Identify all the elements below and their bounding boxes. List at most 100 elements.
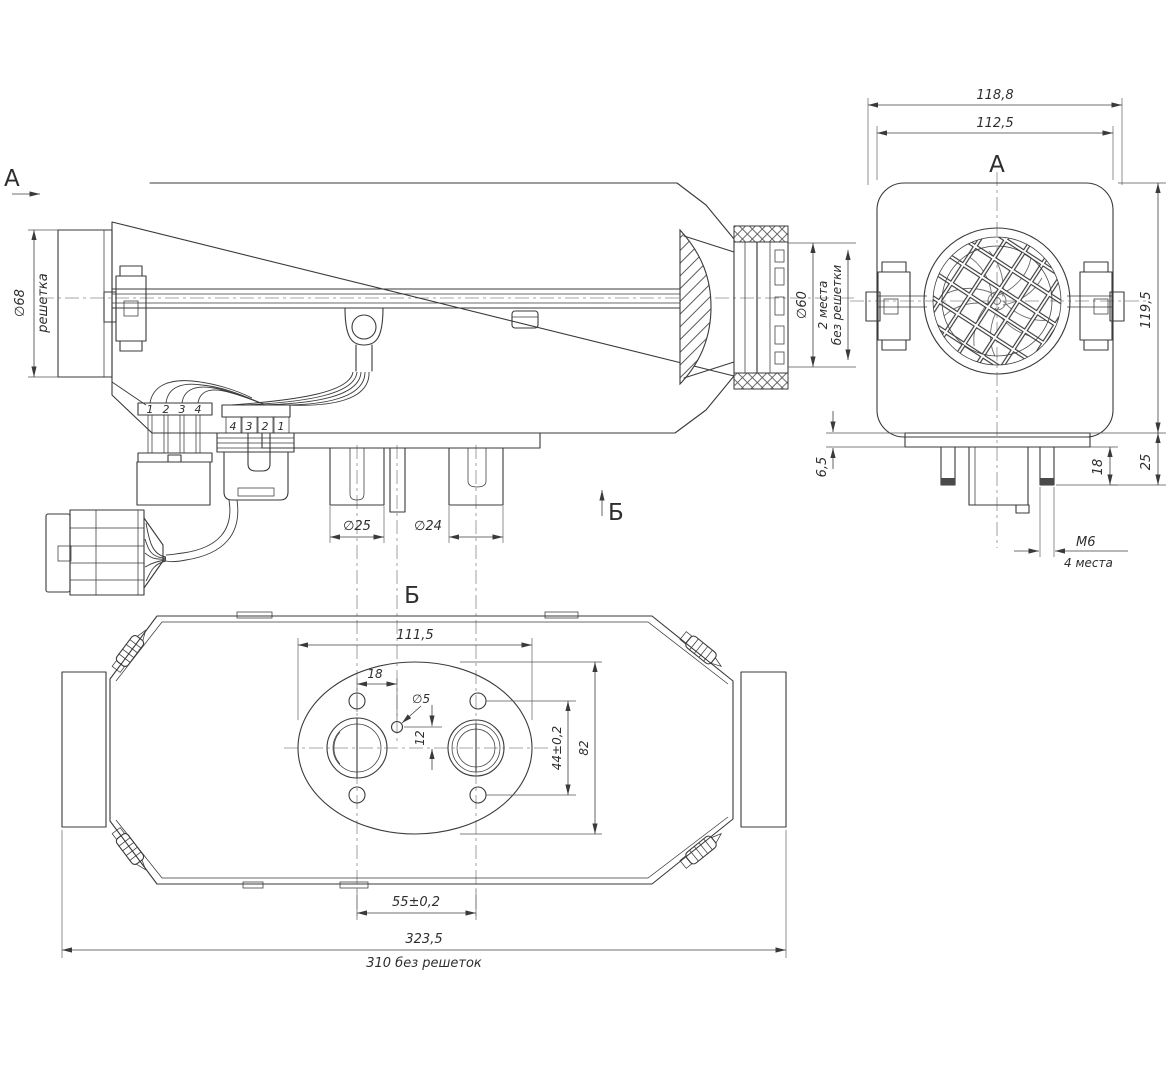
dim-hole-offset-y: 12	[404, 705, 442, 770]
flange-width-label: 111,5	[396, 628, 433, 643]
bottom-exhaust-pipe	[447, 719, 505, 777]
stud-total-label: 25	[1139, 454, 1154, 471]
outlet-note-line1: 2 места	[816, 281, 830, 330]
connector-right: 4 3 2 1	[216, 404, 295, 501]
view-arrow-a-label: А	[4, 166, 20, 192]
mount-hole-br	[469, 786, 487, 804]
mount-holes-span-label: 44±0,2	[550, 726, 564, 770]
corner-clip	[679, 631, 723, 668]
main-plug	[45, 509, 164, 596]
edge-tab-bottom-2	[339, 881, 369, 889]
pipe-spacing-label: 55±0,2	[392, 895, 440, 910]
dim-hole-offset-x: 18	[356, 667, 398, 720]
connector-left-pin-2: 2	[163, 403, 170, 416]
dim-grille-diameter: ∅68 решетка	[13, 229, 58, 378]
edge-tab-top-2	[544, 611, 579, 619]
flange-cap-bottom	[733, 372, 789, 390]
mount-hole-bl	[348, 786, 366, 804]
dim-exhaust-pipe: ∅24	[414, 506, 504, 543]
bottom-intake-pipe	[326, 717, 388, 779]
front-stud-left	[940, 446, 956, 486]
flange-height-label: 82	[577, 740, 591, 755]
edge-tab-bottom-1	[242, 881, 264, 889]
tube-clip	[511, 310, 539, 329]
end-cap-left	[61, 671, 107, 828]
corner-clip	[111, 827, 147, 871]
view-arrow-a: А	[4, 166, 40, 197]
cable-loop	[144, 499, 239, 582]
front-view-a: А	[815, 88, 1166, 570]
connector-left-pin-3: 3	[179, 403, 186, 416]
stud-thread-label: M6	[1076, 535, 1096, 550]
middle-pipe-stub	[389, 447, 406, 513]
dim-height-body: 119,5	[1090, 182, 1166, 434]
dim-flange-height: 82	[460, 661, 602, 835]
dim-drain-hole: ∅5	[401, 692, 430, 724]
end-cap-right	[740, 671, 787, 828]
fan-grille	[923, 227, 1071, 375]
dim-plate-thickness: 6,5	[815, 411, 905, 477]
front-stud-right	[1039, 446, 1055, 486]
width-body-label: 112,5	[976, 116, 1013, 131]
drain-hole	[390, 720, 404, 734]
connector-right-pin-2: 2	[262, 420, 269, 433]
bottom-view-b: Б	[61, 583, 787, 971]
corner-clip	[679, 832, 723, 869]
wiring-bracket	[344, 307, 384, 372]
edge-tab-top-1	[236, 611, 273, 619]
height-body-label: 119,5	[1139, 291, 1154, 328]
view-arrow-b: Б	[599, 490, 624, 526]
wire-harness	[111, 371, 370, 406]
grille-note-label: решетка	[36, 273, 51, 334]
outlet-flange	[683, 225, 789, 390]
hole-offset-y-label: 12	[413, 730, 427, 745]
bottom-body-outline	[109, 615, 734, 885]
dim-outlet-diameter: ∅60 2 места без решетки	[788, 242, 856, 368]
dim-pipe-spacing: 55±0,2	[356, 890, 477, 920]
outlet-diameter-label: ∅60	[795, 291, 810, 319]
left-clamp-latch	[103, 265, 147, 352]
dim-intake-pipe: ∅25	[329, 506, 385, 543]
intake-pipe-stub	[329, 447, 385, 506]
dim-stud-total: 25	[1110, 433, 1166, 486]
outlet-dome	[679, 228, 712, 386]
connector-right-pin-3: 3	[246, 420, 253, 433]
stud-places-label: 4 места	[1064, 556, 1113, 570]
front-view-title: А	[989, 152, 1005, 178]
connector-right-pin-4: 4	[230, 420, 237, 433]
width-outer-label: 118,8	[976, 88, 1013, 103]
dim-stud-protrusion: 18	[1056, 446, 1118, 486]
hole-offset-x-label: 18	[367, 667, 383, 681]
mount-hole-tr	[469, 692, 487, 710]
dim-stud-thread: M6 4 места	[1014, 487, 1128, 570]
outlet-note-line2: без решетки	[830, 265, 844, 346]
flange-cap-top	[733, 225, 789, 243]
intake-pipe-label: ∅25	[343, 519, 371, 534]
front-mounting-plate	[904, 432, 1091, 448]
connector-left-pin-4: 4	[195, 403, 202, 416]
exhaust-pipe-label: ∅24	[414, 519, 442, 534]
view-arrow-b-label: Б	[608, 500, 624, 526]
exhaust-pipe-stub	[448, 447, 504, 506]
grille-diameter-label: ∅68	[13, 289, 28, 317]
drain-hole-label: ∅5	[412, 692, 430, 706]
bottom-inner-wall-bottom	[115, 816, 729, 879]
side-view: 1 2 3 4 4 3 2 1	[4, 166, 856, 920]
stud-protrusion-label: 18	[1091, 459, 1106, 476]
front-central-stub	[968, 446, 1030, 514]
dim-flange-width: 111,5	[297, 628, 533, 720]
burner-tube	[111, 288, 681, 309]
total-length-label: 323,5	[405, 932, 442, 947]
length-no-grilles-label: 310 без решеток	[366, 956, 482, 971]
connector-left-pin-1: 1	[147, 403, 154, 416]
mounting-flange-oval	[297, 661, 533, 835]
dim-width-body: 112,5	[876, 116, 1114, 180]
intake-grille-box	[57, 229, 113, 378]
front-clamp-right	[1079, 261, 1125, 351]
dim-width-outer: 118,8	[867, 88, 1123, 185]
connector-left: 1 2 3 4	[136, 402, 213, 506]
corner-clip	[111, 629, 147, 673]
dim-mount-holes-span: 44±0,2	[486, 700, 576, 796]
connector-right-pin-1: 1	[278, 420, 285, 433]
